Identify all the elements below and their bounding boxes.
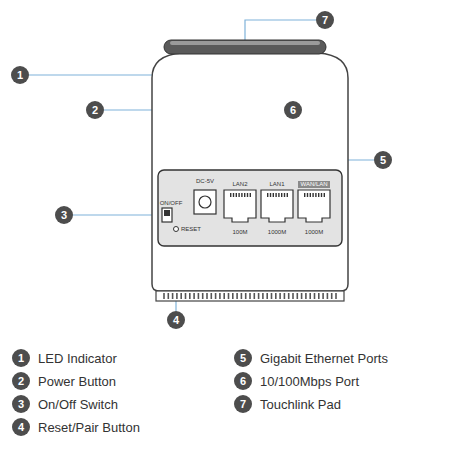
callout-number: 2 bbox=[86, 101, 104, 119]
callout-number: 3 bbox=[55, 206, 73, 224]
ethernet-ports bbox=[224, 190, 330, 222]
callout-circle: 6 bbox=[284, 101, 302, 119]
port-label: LAN2 bbox=[232, 181, 247, 188]
callout-circle: 4 bbox=[167, 311, 185, 329]
port-label: 1000M bbox=[268, 229, 286, 236]
touchlink-pad bbox=[164, 40, 326, 54]
part-name: Reset/Pair Button bbox=[38, 420, 140, 435]
part-name: Power Button bbox=[38, 374, 116, 389]
callout-number: 3 bbox=[12, 395, 30, 413]
port-label: ON/OFF bbox=[160, 200, 183, 207]
part-name: 10/100Mbps Port bbox=[260, 374, 359, 389]
callout-number: 4 bbox=[12, 418, 30, 436]
callout-circle: 5 bbox=[374, 151, 392, 169]
callout-number: 6 bbox=[284, 101, 302, 119]
callout-circle: 1 bbox=[11, 66, 29, 84]
switch-slider bbox=[164, 210, 170, 216]
key-item: 2 Power Button bbox=[12, 372, 116, 390]
callout-number: 1 bbox=[11, 66, 29, 84]
callout-number: 5 bbox=[234, 349, 252, 367]
port-label: LAN1 bbox=[269, 181, 284, 188]
callout-number: 7 bbox=[316, 11, 334, 29]
callout-number: 5 bbox=[374, 151, 392, 169]
part-name: Gigabit Ethernet Ports bbox=[260, 351, 388, 366]
callout-number: 7 bbox=[234, 395, 252, 413]
key-item: 4 Reset/Pair Button bbox=[12, 418, 140, 436]
callout-number: 1 bbox=[12, 349, 30, 367]
port-label: 100M bbox=[232, 229, 247, 236]
reset-button bbox=[174, 227, 179, 232]
router-body bbox=[152, 53, 348, 291]
leader-lines bbox=[29, 20, 374, 311]
port-label: 1000M bbox=[305, 229, 323, 236]
on-off-switch bbox=[162, 208, 172, 222]
vents bbox=[164, 293, 336, 299]
router-base bbox=[156, 291, 344, 301]
key-item: 3 On/Off Switch bbox=[12, 395, 118, 413]
callout-number: 4 bbox=[167, 311, 185, 329]
callout-circle: 3 bbox=[55, 206, 73, 224]
port-label: WAN/LAN bbox=[298, 181, 329, 188]
port-label: RESET bbox=[181, 226, 201, 233]
key-item: 6 10/100Mbps Port bbox=[234, 372, 359, 390]
part-name: LED Indicator bbox=[38, 351, 117, 366]
key-item: 1 LED Indicator bbox=[12, 349, 117, 367]
jack-hole bbox=[199, 196, 211, 208]
port-label: DC-5V bbox=[196, 178, 214, 185]
key-item: 5 Gigabit Ethernet Ports bbox=[234, 349, 388, 367]
key-item: 7 Touchlink Pad bbox=[234, 395, 341, 413]
power-jack bbox=[194, 190, 216, 214]
port-pins bbox=[230, 193, 325, 197]
callout-number: 6 bbox=[234, 372, 252, 390]
callout-circle: 2 bbox=[86, 101, 104, 119]
part-name: Touchlink Pad bbox=[260, 397, 341, 412]
pad-highlight bbox=[170, 41, 320, 45]
callout-number: 2 bbox=[12, 372, 30, 390]
callout-circle: 7 bbox=[316, 11, 334, 29]
part-name: On/Off Switch bbox=[38, 397, 118, 412]
port-panel bbox=[158, 170, 342, 246]
